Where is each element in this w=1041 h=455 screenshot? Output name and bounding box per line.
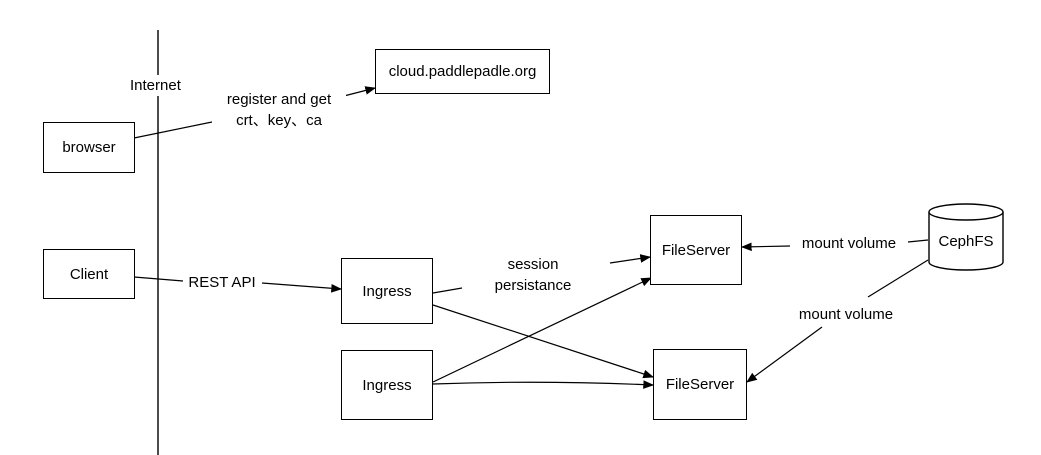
client-rest-line: [133, 276, 184, 282]
browser-register-line: [133, 121, 213, 139]
ingress-top-to-fileserver-bottom-arrow: [432, 304, 655, 379]
fileserver-bottom-node: FileServer: [653, 349, 747, 420]
session-to-fileserver-arrow: [609, 254, 652, 264]
session-label: session persistance: [470, 254, 596, 296]
session-label-line2: persistance: [494, 277, 572, 294]
rest-api-label: REST API: [183, 272, 261, 293]
cephfs-cylinder: [928, 203, 1004, 271]
ingress-top-node: Ingress: [341, 258, 433, 324]
fileserver-top-node: FileServer: [650, 215, 742, 285]
rest-to-ingress-arrow: [261, 282, 343, 293]
session-label-line1: session: [507, 256, 559, 273]
ceph-mount-line-top: [907, 239, 929, 243]
client-node: Client: [43, 249, 135, 299]
ingress-bottom-to-fileserver-bottom-arrow: [432, 380, 655, 389]
ingress-bottom-node: Ingress: [341, 350, 433, 420]
browser-node: browser: [43, 122, 135, 173]
ceph-mount-line-bottom: [867, 259, 929, 298]
mount-volume-bottom-label: mount volume: [789, 304, 903, 325]
ingress-session-line: [432, 287, 463, 294]
mount-to-fileserver-bottom-arrow: [746, 326, 823, 383]
register-label-line2: crt、key、ca: [236, 112, 322, 129]
cephfs-label: CephFS: [938, 233, 994, 250]
mount-to-fileserver-top-arrow: [740, 242, 791, 252]
mount-volume-top-label: mount volume: [792, 233, 906, 254]
cloud-node: cloud.paddlepadle.org: [375, 49, 550, 94]
internet-label: Internet: [128, 75, 183, 96]
ingress-bottom-to-fileserver-top-arrow: [432, 277, 652, 383]
register-label-line1: register and get: [226, 91, 332, 108]
register-label: register and get crt、key、ca: [212, 89, 346, 131]
